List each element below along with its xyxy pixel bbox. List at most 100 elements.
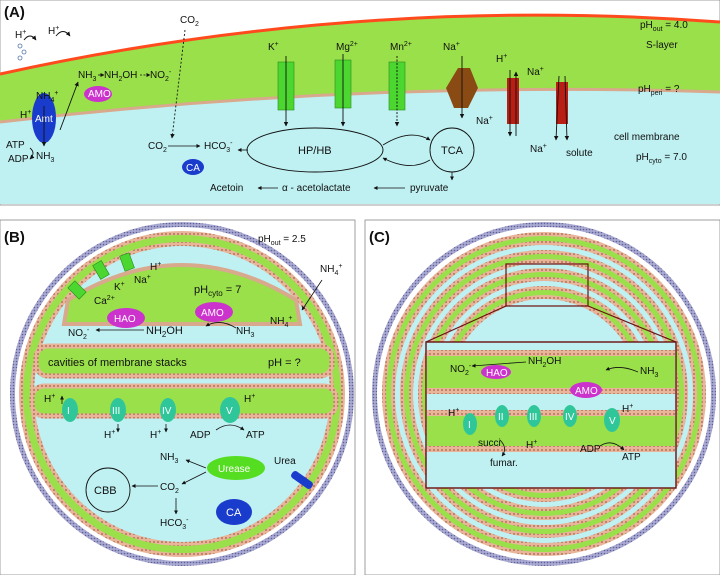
- h-b2: H+: [150, 429, 161, 441]
- h-mid-c: H+: [526, 439, 537, 451]
- ca-label-b2: CA: [226, 507, 242, 519]
- k-label-a: K+: [268, 41, 279, 53]
- tca-label: TCA: [441, 145, 464, 157]
- urea-transporter: [291, 471, 313, 489]
- atp-a: ATP: [6, 140, 25, 151]
- ca-label-a: CA: [186, 163, 200, 174]
- complex-i: [62, 398, 78, 422]
- complex-iii-c: [527, 405, 541, 427]
- h-left-c: H+: [448, 407, 459, 419]
- hplus-label-1: H+: [15, 29, 26, 41]
- nh3-b2: NH3: [160, 452, 178, 465]
- na-bot-label: Na+: [530, 143, 547, 155]
- complex-iii: [110, 398, 126, 422]
- cbb-cycle: [85, 467, 131, 513]
- complex-iv-label: IV: [162, 406, 172, 417]
- solute-label: solute: [566, 148, 593, 159]
- na-antiport-label: Na+: [527, 66, 544, 78]
- s-layer-label: S-layer: [646, 40, 678, 51]
- na-label-b: Na+: [134, 274, 151, 286]
- ca-enzyme-a: [182, 159, 204, 175]
- complex-iv-c-label: IV: [565, 412, 575, 423]
- h-left-b: H+: [44, 393, 55, 405]
- s-layer-line: [0, 13, 720, 76]
- ca-label-b: Ca2+: [94, 295, 115, 307]
- h-right-b: H+: [244, 393, 255, 405]
- complex-iv: [160, 398, 176, 422]
- cell-membrane-line: [0, 87, 720, 124]
- amo-enzyme-b: [195, 302, 233, 322]
- fumar-label: fumar.: [490, 458, 518, 469]
- no2-c: NO2-: [450, 363, 472, 377]
- k-label-b: K+: [114, 281, 125, 293]
- panel-c-label: (C): [369, 229, 390, 246]
- cavities-label: cavities of membrane stacks: [48, 357, 187, 369]
- ph-cyto-b: pHcyto = 7: [194, 284, 241, 298]
- nh4-out-b: NH4+: [320, 263, 342, 277]
- nh4-label: NH4+: [36, 90, 58, 104]
- hao-enzyme-c: [481, 365, 511, 379]
- nh3-top: NH3: [78, 70, 96, 83]
- co2-top: CO2: [180, 15, 199, 28]
- amo-label-a: AMO: [88, 89, 111, 100]
- ca-enzyme-b: [216, 499, 252, 525]
- hplus-label-2: H+: [48, 25, 59, 37]
- hco3-a: HCO3-: [204, 140, 233, 154]
- k-channel-b: [92, 260, 110, 280]
- no2-a: NO2-: [150, 69, 172, 83]
- co2-b: CO2: [160, 482, 179, 495]
- nh2oh-c: NH2OH: [528, 356, 561, 369]
- h-b1: H+: [104, 429, 115, 441]
- hao-label-b: HAO: [114, 314, 136, 325]
- ph-out-a: pHout = 4.0: [640, 20, 688, 33]
- complex-v-c: [604, 408, 620, 432]
- complex-i-c: [463, 413, 477, 435]
- ph-out-b: pHout = 2.5: [258, 234, 306, 247]
- pyruvate-label: pyruvate: [410, 183, 449, 194]
- hco3-b: HCO3-: [160, 517, 189, 531]
- urease-enzyme: [207, 456, 265, 480]
- adp-c: ADP: [580, 444, 601, 455]
- no2-b: NO2-: [68, 327, 90, 341]
- complex-ii-c: [495, 405, 509, 427]
- cytoplasm-area: [0, 89, 720, 204]
- panel-b: (B) pHout = 2.5 K+ Na+ H+ Ca2+ NH4+ NH4+…: [0, 219, 356, 575]
- complex-iv-c: [563, 405, 577, 427]
- nh2oh-a: NH2OH: [104, 70, 137, 83]
- acetolactate-label: α - acetolactate: [282, 183, 351, 194]
- chain-glyph: [17, 43, 27, 61]
- complex-v-label: V: [226, 406, 233, 417]
- complex-iii-c-label: III: [529, 412, 537, 423]
- mn-label: Mn2+: [390, 41, 412, 53]
- nh3-a: NH3: [36, 151, 54, 164]
- membrane-stack-2: [29, 383, 339, 419]
- amo-enzyme-a: [84, 86, 112, 102]
- zoom-source-box: [505, 263, 589, 307]
- adp-a: ADP: [8, 154, 29, 165]
- panel-c: (C): [364, 219, 720, 575]
- mg-label: Mg2+: [336, 41, 358, 53]
- ca-channel-b: [67, 280, 87, 300]
- na-top-label: Na+: [443, 41, 460, 53]
- amo-label-c: AMO: [575, 386, 598, 397]
- ph-cyto-a: pHcyto = 7.0: [636, 152, 687, 165]
- panel-a: (A) H+ H+ Amt NH4+ H+ ATP ADP NH3 NH3 NH…: [0, 0, 720, 206]
- h-right-c: H+: [622, 403, 633, 415]
- succi-label: succi: [478, 438, 501, 449]
- cell-membrane-label: cell membrane: [614, 132, 680, 143]
- acetoin-label: Acetoin: [210, 183, 243, 194]
- complex-iii-label: III: [112, 406, 120, 417]
- adp-b: ADP: [190, 430, 211, 441]
- hao-label-c: HAO: [486, 368, 508, 379]
- urease-label: Urease: [218, 464, 251, 475]
- na-h-antiporter: [507, 78, 519, 124]
- hplus-amt: H+: [20, 109, 31, 121]
- atp-b: ATP: [246, 430, 265, 441]
- complex-i-c-label: I: [468, 420, 471, 431]
- complex-v-c-label: V: [609, 416, 616, 427]
- na-mid-label: Na+: [476, 115, 493, 127]
- membrane-stack-1: [33, 343, 335, 379]
- co2-in: CO2: [148, 141, 167, 154]
- zoom-inset: [425, 341, 677, 489]
